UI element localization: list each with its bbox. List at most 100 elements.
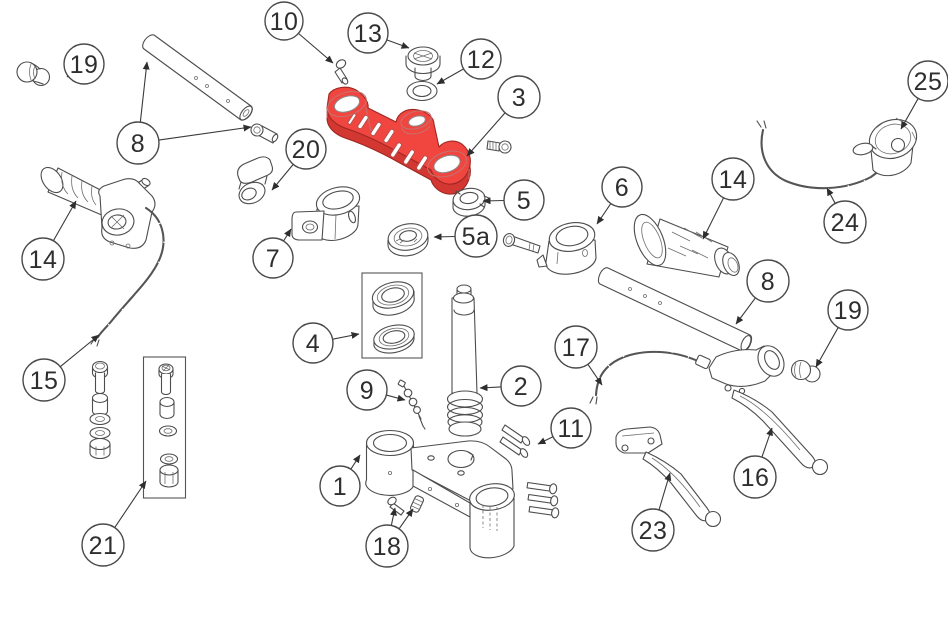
callout-15: 15 <box>22 334 100 402</box>
callout-label: 16 <box>741 464 770 492</box>
callout-circle <box>454 214 498 258</box>
callout-circle <box>823 200 867 244</box>
callout-label: 25 <box>914 68 943 96</box>
leader-arrow <box>826 187 836 204</box>
pinch-bolt-keeper-18 <box>387 495 425 516</box>
leader-arrow <box>114 480 147 528</box>
bar-end-cap-right <box>790 359 821 383</box>
callout-circle <box>907 60 948 102</box>
callout-4: 4 <box>292 322 360 364</box>
callout-18: 18 <box>365 507 414 568</box>
steering-stem-2 <box>446 284 484 437</box>
callout-circle <box>746 259 790 303</box>
callout-label: 11 <box>558 415 585 443</box>
bar-end-cap-left <box>16 61 51 87</box>
callout-circle <box>733 455 777 499</box>
callout-circle <box>347 12 389 54</box>
callout-label: 14 <box>719 166 748 194</box>
callout-label: 3 <box>512 84 526 112</box>
callout-19: 19 <box>63 43 105 85</box>
callout-12: 12 <box>436 38 502 85</box>
leader-arrow <box>433 233 456 241</box>
callout-label: 12 <box>467 46 496 74</box>
callout-11: 11 <box>537 407 592 449</box>
callout-circle <box>319 465 361 507</box>
clamp-bolt-left <box>250 123 279 144</box>
callout-1: 1 <box>319 454 361 507</box>
callout-14: 14 <box>702 157 755 240</box>
throttle-cable-24 <box>754 120 881 194</box>
callout-circle <box>554 325 598 369</box>
callout-label: 14 <box>29 246 58 274</box>
callout-label: 5 <box>517 187 531 215</box>
callout-label: 1 <box>333 473 347 501</box>
leader-arrow <box>139 61 150 123</box>
callout-10: 10 <box>264 1 334 64</box>
callout-16: 16 <box>733 427 777 499</box>
leader-arrow <box>386 394 406 402</box>
leader-arrow <box>283 228 292 242</box>
callout-label: 18 <box>373 533 402 561</box>
callout-label: 13 <box>354 20 383 48</box>
bar-mount-6 <box>502 222 597 275</box>
callout-label: 20 <box>292 136 321 164</box>
brake-lever-23 <box>615 426 722 528</box>
callout-label: 10 <box>270 8 299 36</box>
leader-arrow <box>702 197 725 240</box>
callout-23: 23 <box>631 472 675 552</box>
leader-arrow <box>398 508 414 530</box>
callout-circle <box>711 157 755 201</box>
bar-mount-20 <box>237 156 274 205</box>
dust-seal-5a <box>387 223 429 257</box>
steering-stem-nut <box>405 46 441 82</box>
callout-circle <box>460 38 502 80</box>
stem-washer <box>406 80 438 102</box>
leader-arrow <box>59 334 100 368</box>
stud-plate-9 <box>397 379 426 430</box>
callout-label: 8 <box>761 268 775 296</box>
leader-arrow <box>537 436 554 445</box>
bearing-kit-box-4 <box>361 272 423 359</box>
callout-circle <box>21 237 65 281</box>
callout-7: 7 <box>252 228 294 279</box>
spanner-nut-5 <box>452 187 490 217</box>
leader-arrow <box>587 364 603 386</box>
callout-8: 8 <box>735 259 790 325</box>
callout-circle <box>292 322 334 364</box>
callout-3: 3 <box>466 75 541 157</box>
leader-arrow <box>482 197 505 205</box>
callout-6: 6 <box>596 166 643 225</box>
callout-21: 21 <box>81 480 147 567</box>
callout-14: 14 <box>21 200 77 281</box>
callout-circle <box>22 358 66 402</box>
leader-arrow <box>658 472 672 511</box>
callout-9: 9 <box>346 369 406 411</box>
fastener-kit-box-21 <box>142 356 187 499</box>
callout-label: 6 <box>615 174 629 202</box>
clutch-lever-16 <box>708 345 829 476</box>
bar-holder-7 <box>291 186 361 241</box>
callout-circle <box>365 524 409 568</box>
clamp-bolt-top-right <box>486 140 512 154</box>
lower-triple-clamp-1 <box>365 429 515 559</box>
callout-5: 5 <box>482 179 545 221</box>
callout-label: 21 <box>89 532 118 560</box>
callout-25: 25 <box>900 60 948 130</box>
callout-circle <box>827 289 869 331</box>
callout-17: 17 <box>554 325 603 386</box>
leader-arrow <box>332 332 360 340</box>
leader-arrow <box>761 427 773 458</box>
callout-circle <box>116 121 160 165</box>
callout-19: 19 <box>815 289 869 368</box>
callout-circle <box>63 43 105 85</box>
clutch-cable-17 <box>589 346 711 405</box>
grip-right-14 <box>633 213 740 278</box>
callout-circle <box>497 75 541 119</box>
stud-bolt-10 <box>334 59 349 85</box>
callout-24: 24 <box>823 187 867 244</box>
callout-circle <box>503 179 545 221</box>
handlebar-tube-right <box>597 267 753 352</box>
leader-arrow <box>466 112 506 157</box>
fastener-stack-loose <box>89 360 111 460</box>
